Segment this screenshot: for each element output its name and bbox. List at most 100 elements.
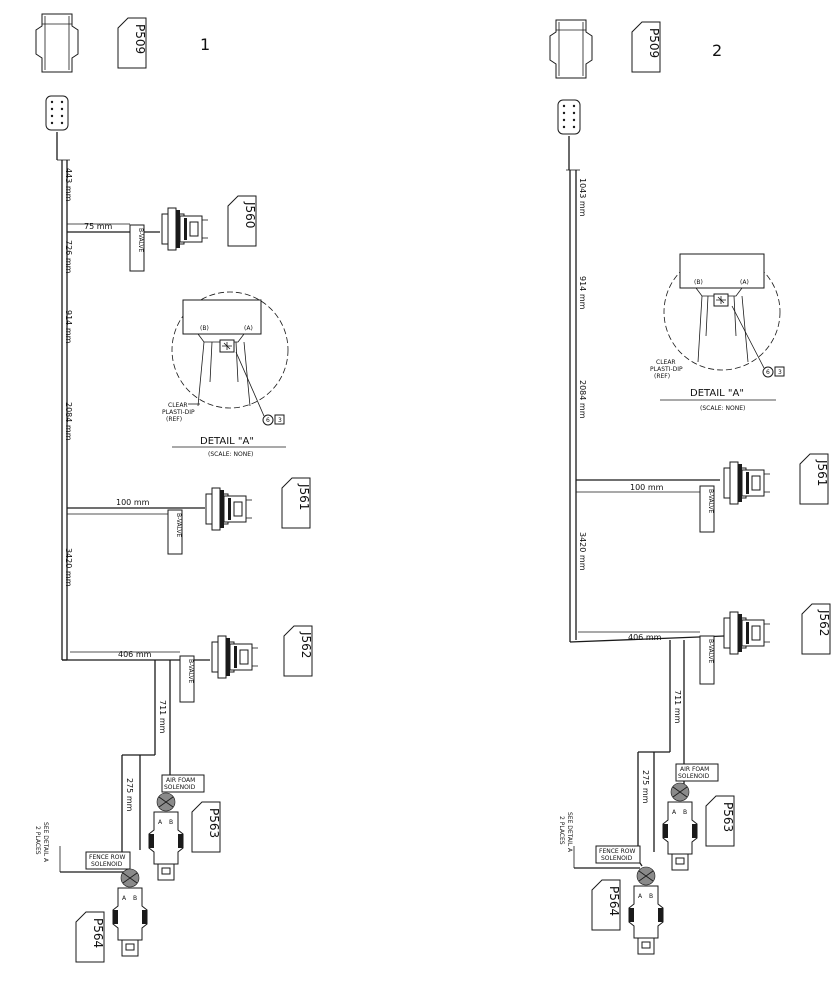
p509-tag-2: P509 (631, 21, 661, 73)
diagram-1: 1 P509 443 mm 726 mm 914 mm 2084 mm 3420… (34, 13, 313, 963)
b-valve-label-j562-1: B-VALVE (187, 659, 194, 684)
svg-text:P563: P563 (721, 802, 735, 832)
detail-term-a-2: (A) (740, 279, 749, 286)
dim-406-1: 406 mm (118, 650, 152, 659)
detail-scale-1: (SCALE: NONE) (208, 451, 253, 458)
dim-726-1: 726 mm (64, 240, 73, 274)
b-valve-label-j560-1: B-VALVE (137, 228, 144, 253)
detail-a-1: (B) (A) CLEAR PLASTI-DIP (REF) 6 3 DETAI… (162, 291, 289, 458)
detail-clear-2-line2: PLASTI-DIP (650, 366, 683, 373)
fence-row-label-line1-2: FENCE ROW (599, 848, 636, 855)
air-foam-label-line1-2: AIR FOAM (680, 766, 709, 773)
b-valve-label-box-j562-1 (179, 655, 195, 703)
p564-solenoid-plug-2 (628, 866, 664, 955)
j561-connector-2 (723, 461, 771, 505)
detail-title-1: DETAIL "A" (200, 436, 254, 447)
j561-tag-2: J561 (799, 453, 829, 505)
detail-clear-1-line1: CLEAR (168, 402, 188, 409)
detail-term-a-1: (A) (244, 325, 253, 332)
svg-text:P563: P563 (207, 808, 221, 838)
p509-tag-1: P509 (117, 17, 147, 69)
svg-text:J561: J561 (297, 483, 311, 510)
b-valve-label-box-j560-1 (129, 224, 145, 272)
p564-tag-2: P564 (591, 879, 621, 931)
dim-2084-1: 2084 mm (64, 402, 73, 441)
svg-text:J562: J562 (817, 609, 831, 636)
b-valve-label-box-j561-1 (167, 509, 183, 555)
air-foam-label-box-1 (161, 774, 205, 793)
see-detail-line1-2: SEE DETAIL A (566, 812, 573, 853)
diagram-2: 2 P509 1043 mm 914 mm 2084 mm 3420 mm (B… (549, 19, 831, 955)
callout-circle-1 (262, 414, 274, 426)
branch-j562-2 (569, 635, 725, 643)
p509-pin-face-2 (557, 99, 581, 135)
callout-box-2 (774, 366, 785, 377)
callout-num-1: 6 (266, 417, 270, 424)
detail-title-2: DETAIL "A" (690, 388, 744, 399)
j562-tag-2: J562 (801, 603, 831, 655)
air-foam-label-box-2 (675, 763, 719, 782)
svg-text:P564: P564 (91, 918, 105, 948)
p563-pin-a-1: A (158, 819, 163, 826)
p564-solenoid-plug-1 (112, 868, 148, 957)
b-valve-label-j562-2: B-VALVE (707, 639, 714, 664)
p509-connector-body-2 (549, 19, 593, 79)
air-foam-label-line1-1: AIR FOAM (166, 777, 195, 784)
svg-text:J562: J562 (299, 631, 313, 658)
p563-tag-2: P563 (705, 795, 735, 847)
see-detail-line2-1: 2 PLACES (34, 826, 41, 855)
dim-275-2: 275 mm (641, 770, 650, 804)
callout-box-num-1: 3 (278, 417, 282, 424)
p563-pin-b-1: B (169, 819, 173, 826)
p509-pin-face-1 (45, 95, 69, 131)
svg-text:J560: J560 (243, 201, 257, 228)
dim-75-1: 75 mm (84, 222, 113, 231)
dim-711-1: 711 mm (158, 700, 167, 734)
callout-box-1 (274, 414, 285, 425)
dim-711-2: 711 mm (673, 690, 682, 724)
p563-solenoid-plug-1 (148, 792, 184, 881)
detail-clear-2-line3: (REF) (654, 373, 670, 380)
j561-connector-1 (205, 487, 253, 531)
p564-pin-a-1: A (122, 895, 127, 902)
svg-text:P564: P564 (607, 886, 621, 916)
dim-100-1: 100 mm (116, 498, 150, 507)
j562-connector-2 (723, 611, 771, 655)
detail-scale-2: (SCALE: NONE) (700, 405, 745, 412)
p563-tag-1: P563 (191, 801, 221, 853)
j562-tag-1: J562 (283, 625, 313, 677)
b-valve-label-box-j562-2 (699, 635, 715, 685)
detail-term-b-2: (B) (694, 279, 703, 286)
dim-914-2: 914 mm (578, 276, 587, 310)
fence-row-label-line2-2: SOLENOID (601, 855, 633, 862)
detail-term-b-1: (B) (200, 325, 209, 332)
p509-connector-body-1 (35, 13, 79, 73)
diagram-2-number: 2 (712, 41, 722, 60)
b-valve-label-box-j561-2 (699, 485, 715, 533)
p564-pin-b-2: B (649, 893, 653, 900)
fence-row-label-line1-1: FENCE ROW (89, 854, 126, 861)
callout-circle-2 (762, 366, 774, 378)
fence-row-label-box-1 (85, 851, 131, 870)
dim-406-2: 406 mm (628, 633, 662, 642)
svg-text:P509: P509 (133, 24, 147, 54)
callout-num-2: 6 (766, 369, 770, 376)
p563-pin-a-2: A (672, 809, 677, 816)
j560-tag: J560 (227, 195, 257, 247)
diagram-1-number: 1 (200, 35, 210, 54)
dim-914-1: 914 mm (64, 310, 73, 344)
dim-3420-2: 3420 mm (578, 532, 587, 571)
air-foam-label-line2-1: SOLENOID (164, 784, 196, 791)
dim-2084-2: 2084 mm (578, 380, 587, 419)
see-detail-line2-2: 2 PLACES (558, 816, 565, 845)
fence-row-label-box-2 (595, 845, 641, 864)
b-valve-label-j561-1: B-VALVE (175, 513, 182, 538)
p564-tag-1: P564 (75, 911, 105, 963)
callout-box-num-2: 3 (778, 369, 782, 376)
dim-100-2: 100 mm (630, 483, 664, 492)
air-foam-label-line2-2: SOLENOID (678, 773, 710, 780)
detail-clear-1-line3: (REF) (166, 416, 182, 423)
detail-clear-2-line1: CLEAR (656, 359, 676, 366)
dim-3420-1: 3420 mm (64, 548, 73, 587)
